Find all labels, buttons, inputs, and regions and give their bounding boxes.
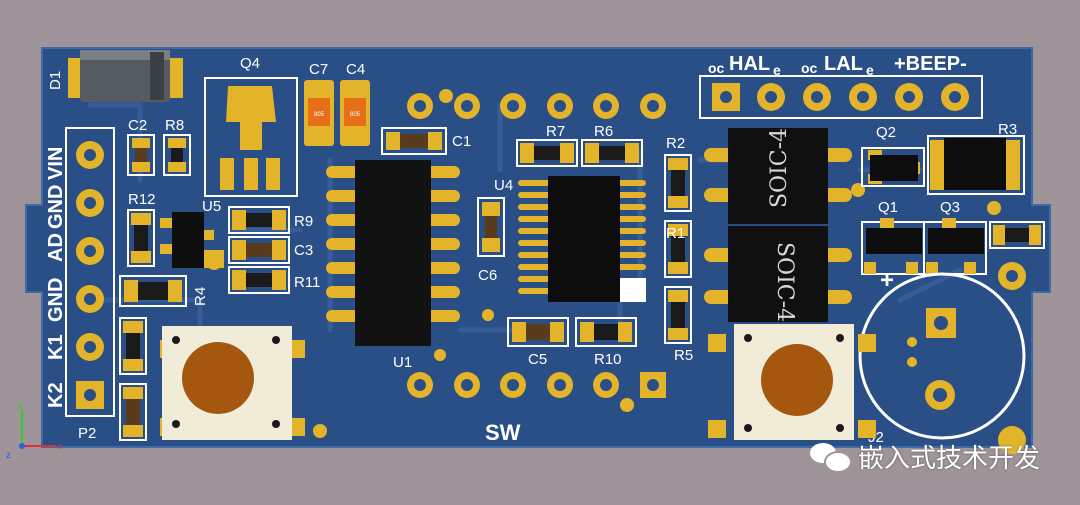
resistor-r6 <box>581 139 643 167</box>
resistor-r3 <box>927 135 1025 195</box>
watermark: 嵌入式技术开发 <box>810 438 1040 474</box>
refdes-r10: R10 <box>594 351 622 368</box>
svg-text:805: 805 <box>314 112 325 118</box>
refdes-r2: R2 <box>666 135 685 152</box>
resistor-right-0603 <box>989 221 1045 249</box>
refdes-r11: R11 <box>294 274 320 291</box>
pin-label-ad: AD <box>45 233 67 262</box>
svg-text:e: e <box>773 62 781 78</box>
refdes-c2: C2 <box>128 117 147 134</box>
pin-label-gnd-2: GND <box>45 278 67 322</box>
ic-u1 <box>326 160 460 346</box>
refdes-c5: C5 <box>528 351 547 368</box>
silk-plus: + <box>880 267 894 294</box>
svg-text:SOIC-4: SOIC-4 <box>772 242 797 322</box>
resistor-r1 <box>664 220 692 278</box>
axis-x-label: x <box>58 441 63 452</box>
refdes-u5: U5 <box>202 198 221 215</box>
capacitor-c1 <box>381 127 447 155</box>
axis-gizmo: y x z <box>6 400 63 461</box>
refdes-r5: R5 <box>674 347 693 364</box>
capacitor-left <box>119 383 147 441</box>
refdes-r3: R3 <box>998 121 1017 138</box>
tactile-switch-right <box>708 324 876 440</box>
resistor-r8 <box>163 134 191 176</box>
refdes-r7: R7 <box>546 123 565 140</box>
pin-label-gnd: GND <box>45 185 67 229</box>
resistor-r5 <box>664 286 692 344</box>
refdes-p2: P2 <box>78 425 96 442</box>
resistor-r11 <box>228 266 290 294</box>
refdes-c4: C4 <box>346 61 365 78</box>
refdes-c6: C6 <box>478 267 497 284</box>
capacitor-c7: 805 <box>304 80 334 146</box>
svg-text:SOIC-4: SOIC-4 <box>767 128 792 208</box>
refdes-r9: R9 <box>294 213 313 230</box>
svg-text:oc: oc <box>708 60 725 76</box>
header-top <box>699 75 983 119</box>
transistor-q3 <box>923 218 987 275</box>
optocoupler-top: SOIC-4 <box>704 128 852 224</box>
ic-u4 <box>518 176 646 302</box>
refdes-c7: C7 <box>309 61 328 78</box>
svg-text:805: 805 <box>350 112 361 118</box>
pin-label-k2: K2 <box>45 382 67 408</box>
svg-text:oc: oc <box>801 60 818 76</box>
capacitor-c4: 805 <box>340 80 370 146</box>
refdes-r1: R1 <box>666 225 685 242</box>
optocoupler-bottom: SOIC-4 <box>704 226 852 322</box>
resistor-r2 <box>664 154 692 212</box>
refdes-r4: R4 <box>192 287 209 306</box>
refdes-c3: C3 <box>294 242 313 259</box>
resistor-r9 <box>228 206 290 234</box>
refdes-r12: R12 <box>128 191 156 208</box>
capacitor-c6 <box>477 197 505 257</box>
refdes-q1: Q1 <box>878 199 898 216</box>
transistor-q2 <box>861 147 925 187</box>
resistor-r4 <box>119 275 187 307</box>
axis-y-label: y <box>18 400 23 411</box>
capacitor-c5 <box>507 317 569 347</box>
refdes-q4: Q4 <box>240 55 260 72</box>
refdes-q3: Q3 <box>940 199 960 216</box>
pin-label-k1: K1 <box>45 334 67 360</box>
svg-text:e: e <box>866 62 874 78</box>
svg-text:+BEEP-: +BEEP- <box>894 53 967 75</box>
watermark-text: 嵌入式技术开发 <box>858 443 1041 474</box>
transistor-q4 <box>204 77 298 197</box>
svg-text:LAL: LAL <box>824 53 863 75</box>
resistor-r10 <box>575 317 637 347</box>
axis-z-label: z <box>6 450 11 461</box>
capacitor-c2 <box>127 134 155 176</box>
diode-d1 <box>68 50 183 102</box>
header-p2-labels: VIN GND AD GND K1 K2 <box>45 147 67 408</box>
silk-sw: SW <box>485 420 521 445</box>
refdes-r8: R8 <box>165 117 184 134</box>
refdes-q2: Q2 <box>876 124 896 141</box>
refdes-c1: C1 <box>452 133 471 150</box>
tactile-switch-left <box>160 326 305 440</box>
header-p2 <box>65 127 115 417</box>
refdes-u4: U4 <box>494 177 513 194</box>
refdes-r6: R6 <box>594 123 613 140</box>
resistor-r7 <box>516 139 578 167</box>
svg-text:HAL: HAL <box>729 53 770 75</box>
pin-label-vin: VIN <box>45 147 67 180</box>
capacitor-c3 <box>228 236 290 264</box>
resistor-r12 <box>127 209 155 267</box>
wechat-icon <box>810 441 852 473</box>
header-top-labels: oc HAL e oc LAL e +BEEP- <box>708 53 967 78</box>
buzzer-j2 <box>858 262 1026 454</box>
square-via <box>640 372 666 398</box>
refdes-d1: D1 <box>47 71 64 90</box>
refdes-u1: U1 <box>393 354 412 371</box>
resistor-left-0603 <box>119 317 147 375</box>
